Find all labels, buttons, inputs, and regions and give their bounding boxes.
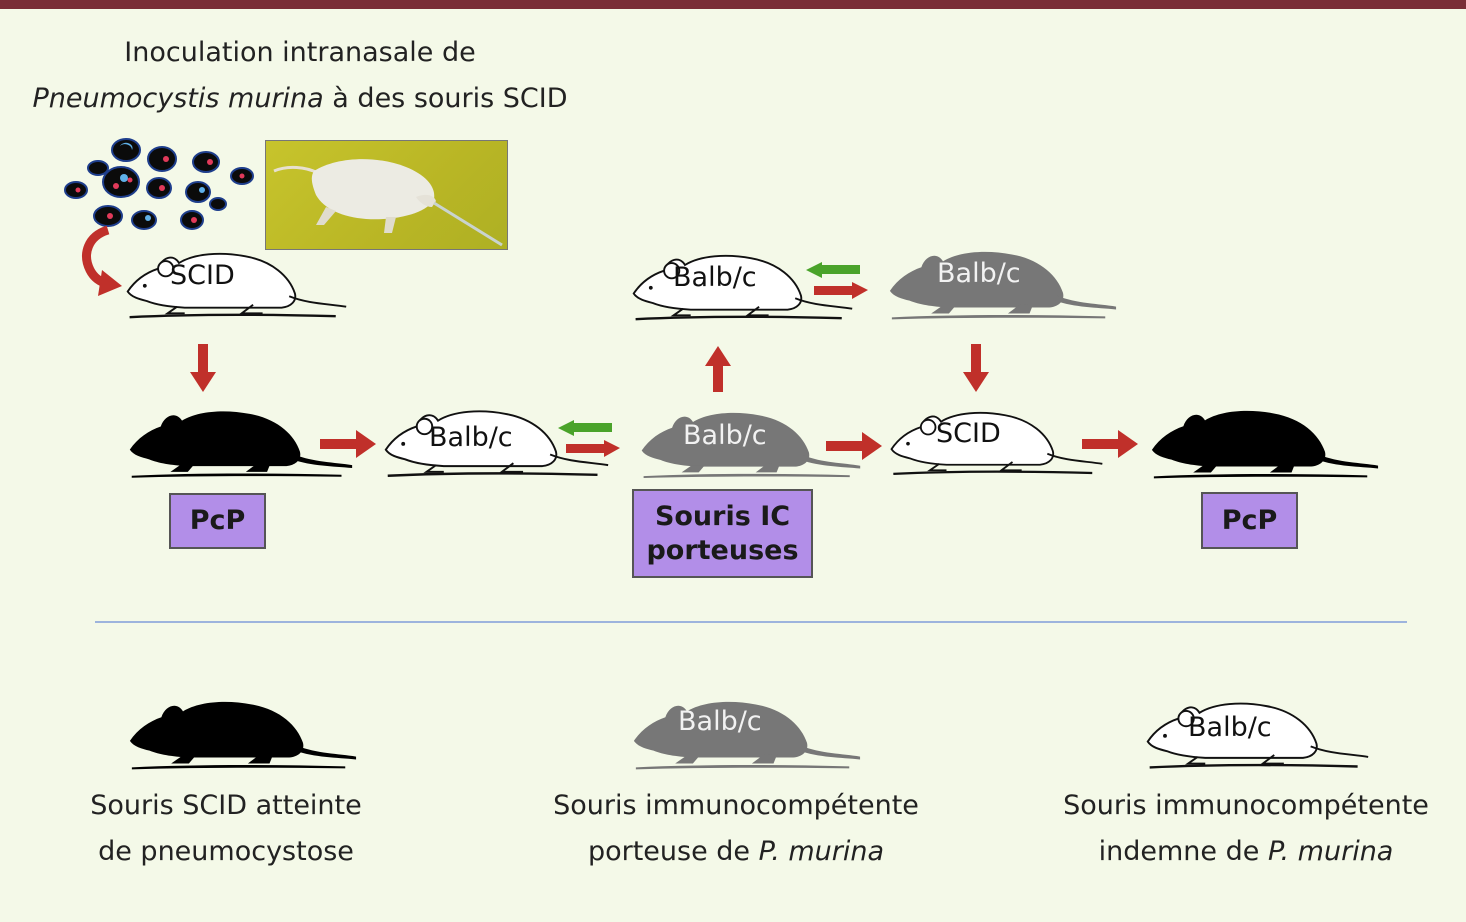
box-pcp-left: PcP: [169, 493, 266, 549]
box-carrier-mice: Souris IC porteuses: [632, 489, 813, 578]
mouse-label-balbc-grey-mid: Balb/c: [683, 420, 767, 451]
mouse-label-scid-top: SCID: [170, 260, 235, 291]
legend-free-line-2: indemne de P. murina: [1040, 829, 1452, 875]
legend-free-species: P. murina: [1267, 836, 1394, 867]
heading: Inoculation intranasale de Pneumocystis …: [30, 30, 570, 122]
mouse-label-balbc-white-top: Balb/c: [673, 262, 757, 293]
legend-mouse-label-white: Balb/c: [1188, 712, 1272, 743]
box-carrier-line-1: Souris IC: [654, 500, 791, 532]
arrow-right-1: [320, 430, 376, 458]
legend-carrier-prefix: porteuse de: [587, 836, 759, 867]
curved-arrow-inoculation: [78, 225, 130, 298]
arrow-right-3: [1082, 430, 1138, 458]
legend-text-scid: Souris SCID atteinte de pneumocystose: [56, 783, 396, 875]
arrow-exchange-mid: [556, 420, 622, 460]
box-pcp-right-text: PcP: [1221, 504, 1278, 536]
legend-free-prefix: indemne de: [1098, 836, 1268, 867]
top-border-bar: [0, 0, 1466, 9]
legend-mouse-label-grey: Balb/c: [678, 706, 762, 737]
pneumocystis-cysts-image: [56, 132, 266, 237]
box-carrier-line-2: porteuses: [646, 534, 799, 566]
mouse-scid-white-top: [122, 242, 350, 322]
legend-scid-line-1: Souris SCID atteinte: [90, 790, 362, 821]
box-pcp-right: PcP: [1201, 492, 1298, 549]
legend-carrier-line-2: porteuse de P. murina: [530, 829, 942, 875]
legend-text-free: Souris immunocompétente indemne de P. mu…: [1040, 783, 1452, 875]
arrow-down-left: [190, 344, 216, 392]
heading-line-1: Inoculation intranasale de: [124, 37, 476, 68]
legend-divider: [95, 621, 1407, 623]
heading-line-2: Pneumocystis murina à des souris SCID: [30, 76, 570, 122]
mouse-black-pcp-right: [1146, 400, 1382, 480]
arrow-right-2: [826, 432, 882, 460]
heading-line-2-rest: à des souris SCID: [323, 83, 568, 114]
legend-mouse-black: [124, 690, 360, 772]
arrow-exchange-top: [804, 262, 870, 302]
legend-carrier-line-1: Souris immunocompétente: [553, 790, 919, 821]
legend-text-carrier: Souris immunocompétente porteuse de P. m…: [530, 783, 942, 875]
mouse-label-scid-mid: SCID: [936, 418, 1001, 449]
legend-carrier-species: P. murina: [758, 836, 885, 867]
box-pcp-left-text: PcP: [189, 505, 246, 536]
heading-species: Pneumocystis murina: [32, 83, 324, 114]
legend-scid-line-2: de pneumocystose: [98, 836, 354, 867]
arrow-up-center: [705, 346, 731, 392]
arrow-down-right: [963, 344, 989, 392]
mouse-label-balbc-white-mid: Balb/c: [429, 422, 513, 453]
legend-free-line-1: Souris immunocompétente: [1063, 790, 1429, 821]
mouse-label-balbc-grey-top: Balb/c: [937, 258, 1021, 289]
inoculation-photo: [265, 140, 508, 250]
